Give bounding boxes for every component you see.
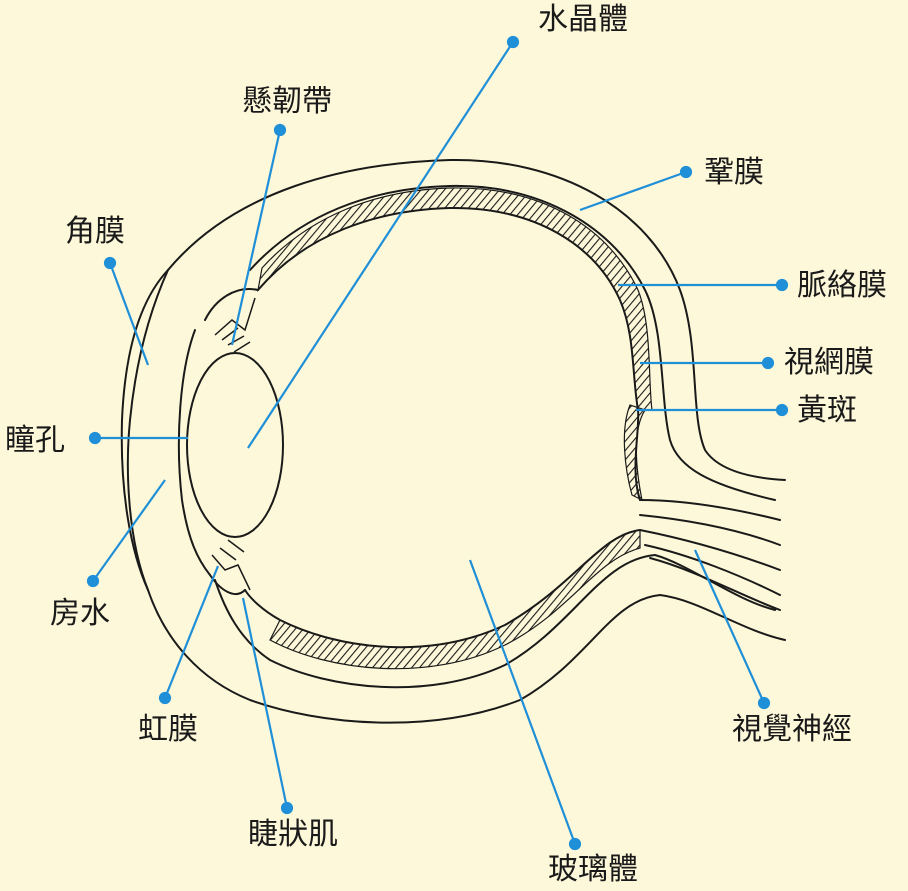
label-lens: 水晶體 xyxy=(538,2,628,38)
label-iris: 虹膜 xyxy=(138,712,198,748)
label-pupil: 瞳孔 xyxy=(5,423,65,459)
label-cornea: 角膜 xyxy=(65,214,125,250)
optic-nerve-fibers xyxy=(640,500,780,610)
choroid-outline-bottom xyxy=(215,555,775,687)
label-sclera: 鞏膜 xyxy=(704,155,764,191)
label-aqueous: 房水 xyxy=(50,596,110,632)
label-zonule: 懸韌帶 xyxy=(242,84,332,120)
label-ciliary: 睫狀肌 xyxy=(248,817,338,853)
macula-bump xyxy=(624,405,645,500)
retina-inner xyxy=(258,208,640,500)
label-vitreous: 玻璃體 xyxy=(548,852,638,888)
label-macula: 黃斑 xyxy=(797,393,857,429)
retina-band-top xyxy=(258,188,652,410)
label-optic-nerve: 視覺神經 xyxy=(732,712,852,748)
label-choroid: 脈絡膜 xyxy=(797,268,887,304)
label-retina: 視網膜 xyxy=(784,345,874,381)
lens-shape xyxy=(187,353,283,537)
